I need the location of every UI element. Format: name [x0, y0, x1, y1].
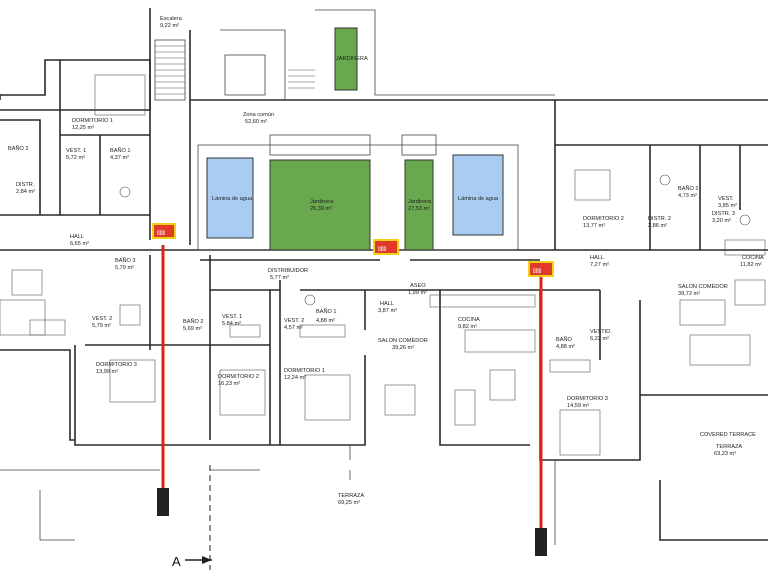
area-terraza-c: 69,25 m² — [338, 500, 360, 506]
area-dormitorio3-w: 13,99 m² — [96, 369, 118, 375]
area-distr-nw: 2,84 m² — [16, 189, 35, 195]
label-dormitorio1-c: DORMITORIO 1 — [284, 368, 325, 374]
label-salon-e: SALON COMEDOR — [678, 284, 728, 290]
label-distr3-e: DISTR. 3 — [712, 211, 735, 217]
area-bano2-w: 5,69 m² — [183, 326, 202, 332]
label-vest1-c: VEST. 1 — [222, 314, 242, 320]
label-dormitorio2-c: DORMITORIO 2 — [218, 374, 259, 380]
label-dormitorio3-w: DORMITORIO 3 — [96, 362, 137, 368]
area-cocina-c: 9,82 m² — [458, 324, 477, 330]
area-vest2-w: 5,79 m² — [92, 323, 111, 329]
label-bano2-w: BAÑO 2 — [183, 318, 204, 325]
label-aseo: ASEO — [410, 283, 426, 289]
area-vestid-e: 6,22 m² — [590, 336, 609, 342]
area-salon-e: 39,72 m² — [678, 291, 700, 297]
area-jardinera-big: 26,39 m² — [310, 206, 332, 212]
marker-tag-2-text: ▯▯▯ — [378, 246, 387, 252]
planter-top — [334, 27, 358, 91]
area-vest-e: 3,85 m² — [718, 203, 737, 209]
area-bano2-e: 4,73 m² — [678, 193, 697, 199]
area-vest1-nw: 5,72 m² — [66, 155, 85, 161]
label-dormitorio1-nw: DORMITORIO 1 — [72, 118, 113, 124]
label-jardinera-top: JARDINERA — [336, 56, 368, 62]
furniture — [0, 74, 766, 456]
label-vest2-c: VEST. 2 — [284, 318, 304, 324]
label-escalera: Escalera — [160, 16, 183, 22]
area-distribuidor: 5,77 m² — [270, 275, 289, 281]
area-terraza-e: 63,23 m² — [714, 451, 736, 457]
label-cocina-e: COCINA — [742, 255, 764, 261]
label-jardinera-big: Jardinera — [310, 199, 334, 205]
label-jardinera-small: Jardinera — [408, 199, 432, 205]
label-dormitorio3-e: DORMITORIO 3 — [567, 396, 608, 402]
area-bano1-c: 4,88 m² — [316, 318, 335, 324]
label-bano2-nw: BAÑO 2 — [8, 145, 29, 152]
marker-tag-2 — [373, 239, 399, 255]
marker-tag-3-text: ▯▯▯ — [533, 268, 542, 274]
label-salon-c: SALON COMEDOR — [378, 338, 428, 344]
label-dormitorio2-e: DORMITORIO 2 — [583, 216, 624, 222]
label-bano2-e: BAÑO 2 — [678, 185, 699, 192]
area-bano-e2: 4,88 m² — [556, 344, 575, 350]
label-bano-e2: BAÑO — [556, 336, 573, 343]
label-terraza-c: TERRAZA — [338, 493, 364, 499]
area-dormitorio2-e: 13,77 m² — [583, 223, 605, 229]
room-labels: Escalera 9,22 m² Zona común 52,60 m² JAR… — [8, 16, 764, 569]
area-jardinera-small: 27,53 m² — [408, 206, 430, 212]
area-bano1-nw: 4,37 m² — [110, 155, 129, 161]
label-bano1-nw: BAÑO 1 — [110, 147, 131, 154]
marker-tags: ▯▯▯ ▯▯▯ ▯▯▯ — [152, 223, 554, 277]
label-vestid-e: VESTID. — [590, 329, 612, 335]
area-escalera: 9,22 m² — [160, 23, 179, 29]
planter-large — [269, 159, 371, 251]
area-zona-comun: 52,60 m² — [245, 119, 267, 125]
label-lamina-w: Lámina de agua — [212, 196, 253, 202]
area-vest2-c: 4,57 m² — [284, 325, 303, 331]
label-bano3-w: BAÑO 3 — [115, 257, 136, 264]
marker-tag-1 — [152, 223, 176, 239]
label-terraza-e: TERRAZA — [716, 444, 742, 450]
label-cocina-c: COCINA — [458, 317, 480, 323]
label-bano1-c: BAÑO 1 — [316, 308, 337, 315]
area-hall-nw: 6,65 m² — [70, 241, 89, 247]
area-dormitorio1-nw: 12,25 m² — [72, 125, 94, 131]
marker-tag-3 — [528, 261, 554, 277]
landscape — [197, 27, 519, 251]
area-dormitorio3-e: 14,59 m² — [567, 403, 589, 409]
label-hall-c: HALL — [380, 301, 394, 307]
walls — [0, 8, 768, 545]
label-zona-comun: Zona común — [243, 112, 274, 118]
marker-tag-1-text: ▯▯▯ — [157, 230, 166, 236]
area-dormitorio1-c: 12,24 m² — [284, 375, 306, 381]
label-vest2-w: VEST. 2 — [92, 316, 112, 322]
staircase — [154, 39, 315, 101]
section-label: A — [172, 554, 181, 569]
area-dormitorio2-c: 16,23 m² — [218, 381, 240, 387]
area-bano3-w: 5,79 m² — [115, 265, 134, 271]
label-lamina-e: Lámina de agua — [458, 196, 499, 202]
label-hall-nw: HALL — [70, 234, 84, 240]
label-distr2-e: DISTR. 2 — [648, 216, 671, 222]
area-vest1-c: 5,84 m² — [222, 321, 241, 327]
label-covered-terrace: COVERED TERRACE — [700, 432, 756, 438]
area-distr2-e: 2,86 m² — [648, 223, 667, 229]
planter-small — [404, 159, 434, 251]
area-cocina-e: 11,82 m² — [740, 262, 762, 268]
water-feature-east — [452, 154, 504, 236]
area-aseo: 1,99 m² — [408, 290, 427, 296]
area-hall-c: 3,87 m² — [378, 308, 397, 314]
label-vest1-nw: VEST. 1 — [66, 148, 86, 154]
label-distribuidor: DISTRIBUIDOR — [268, 268, 308, 274]
label-distr-nw: DISTR. — [16, 182, 35, 188]
area-salon-c: 39,26 m² — [392, 345, 414, 351]
water-feature-west — [206, 157, 254, 239]
area-distr3-e: 3,20 m² — [712, 218, 731, 224]
label-hall-e: HALL — [590, 255, 604, 261]
label-vest-e: VEST. — [718, 196, 734, 202]
section-lines — [157, 245, 547, 570]
area-hall-e: 7,27 m² — [590, 262, 609, 268]
